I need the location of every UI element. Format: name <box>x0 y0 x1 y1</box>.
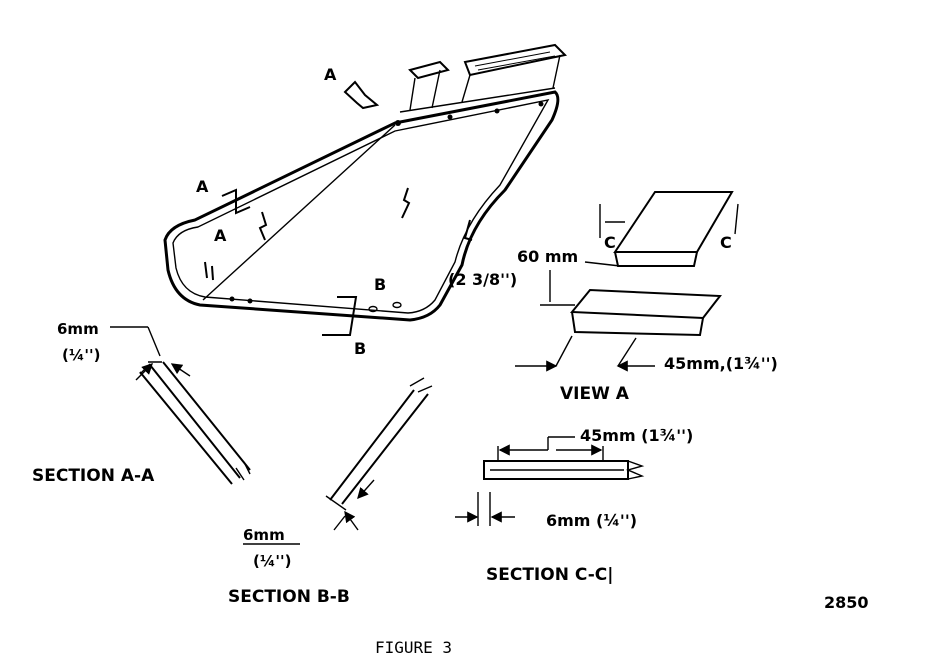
section-b-label-top: B <box>374 275 386 294</box>
view-a-width-label: 45mm,(1¾'') <box>664 354 778 373</box>
section-aa-dim-metric: 6mm <box>57 320 99 338</box>
panel-top-edge <box>399 87 556 113</box>
section-aa-detail: 6mm (¼'') SECTION A-A <box>32 320 251 486</box>
mount-hole <box>392 301 402 309</box>
section-b-label-bottom: B <box>354 339 366 358</box>
section-aa-title: SECTION A-A <box>32 466 155 486</box>
mount-hole <box>538 101 544 107</box>
section-cc-title: SECTION C-C| <box>486 565 613 585</box>
view-a-direction-arrow <box>343 80 380 110</box>
section-bb-title: SECTION B-B <box>228 587 350 607</box>
view-a-detail: C C 60 mm (2 3/8'') 45mm,(1¾'') VIEW A <box>448 191 778 404</box>
panel-outline <box>163 90 560 322</box>
mounting-tab-small <box>408 60 450 111</box>
glare-mark <box>463 219 473 241</box>
section-bb-dim-metric: 6mm <box>243 526 285 544</box>
mount-hole <box>247 298 253 304</box>
panel-inner-outline <box>172 99 550 314</box>
mount-hole <box>395 120 401 126</box>
glare-mark <box>401 187 411 219</box>
section-a-label-top: A <box>196 177 209 196</box>
panel-diagonal <box>202 124 396 301</box>
mount-hole <box>368 305 378 313</box>
cut-c-left: C <box>604 233 616 252</box>
section-b-cut-marker <box>322 296 358 336</box>
view-a-arrow-letter: A <box>324 65 337 84</box>
cut-c-right-marker <box>734 203 739 235</box>
view-a-title: VIEW A <box>560 384 630 404</box>
main-panel: A A B B A <box>163 43 568 358</box>
glare-mark <box>204 261 214 281</box>
section-bb-dim-imperial: (¼'') <box>253 552 291 570</box>
height-imperial: (2 3/8'') <box>448 270 517 289</box>
section-a-label-bottom: A <box>214 226 227 245</box>
section-bb-detail: 6mm (¼'') SECTION B-B <box>228 377 433 607</box>
section-cc-width-label: 6mm (¼'') <box>546 511 637 530</box>
figure-number: 2850 <box>824 593 869 612</box>
view-a-upper-block <box>613 191 734 253</box>
section-aa-strip <box>139 361 251 485</box>
mount-hole <box>447 114 453 120</box>
view-a-lower-block <box>569 288 722 320</box>
section-cc-detail: 45mm (1¾'') 6mm (¼'') SECTION C-C| <box>455 426 693 585</box>
section-a-cut-marker <box>221 188 251 215</box>
figure-caption: FIGURE 3 <box>375 638 452 657</box>
mounting-tab-large <box>461 43 568 103</box>
section-bb-strip <box>329 389 429 505</box>
mount-hole <box>494 108 500 114</box>
glare-mark <box>258 211 268 241</box>
height-metric: 60 mm <box>517 247 578 266</box>
cut-c-right: C <box>720 233 732 252</box>
mount-hole <box>229 296 235 302</box>
section-aa-dim-imperial: (¼'') <box>62 346 100 364</box>
section-cc-length-label: 45mm (1¾'') <box>580 426 693 445</box>
